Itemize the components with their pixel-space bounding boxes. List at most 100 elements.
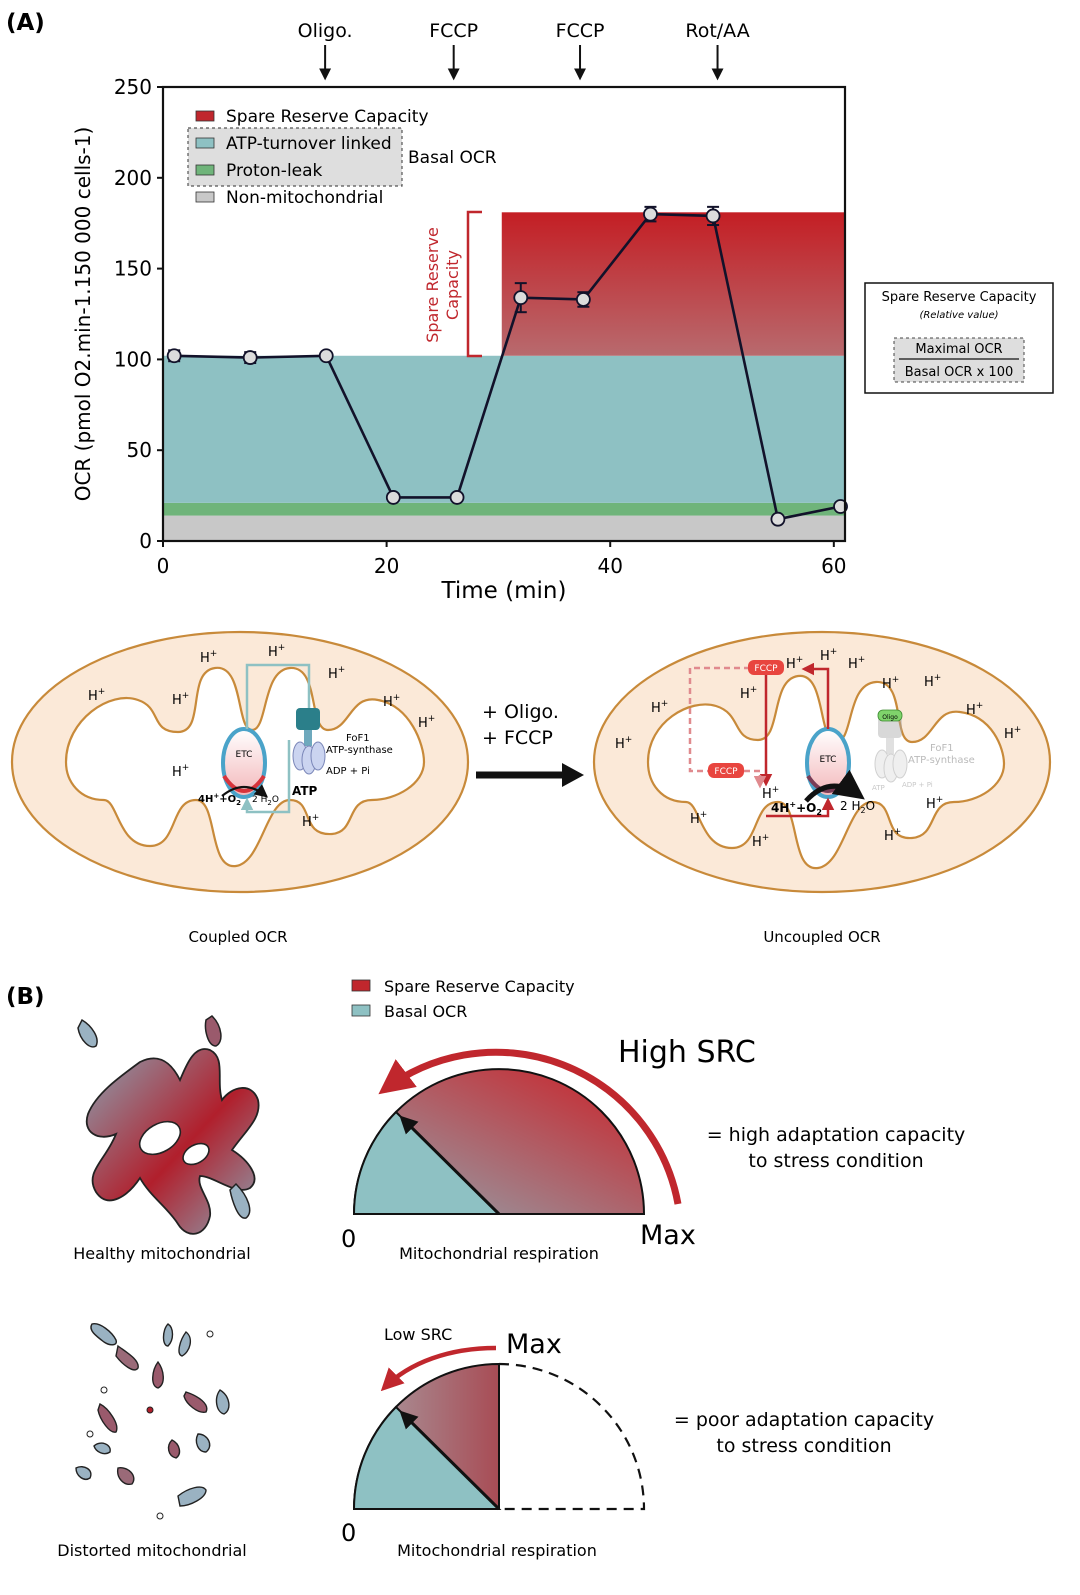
uncoupled-reaction-in: 4H++O2	[771, 800, 822, 817]
healthy-mitochondrial-network	[77, 1015, 260, 1235]
y-tick-label-250: 250	[114, 75, 152, 99]
coupled-proton-1: H+	[268, 643, 285, 660]
high-desc-line2: to stress condition	[748, 1150, 923, 1172]
b-legend-label-basal: Basal OCR	[384, 1002, 467, 1021]
uncoupled-proton-10: H+	[926, 795, 943, 812]
uncoupled-proton-5: H+	[651, 699, 668, 716]
uncoupled-atp-synthase: ATP-synthase	[908, 755, 975, 766]
b-legend-swatch-basal	[351, 1004, 371, 1017]
legend-swatch-proton-leak	[195, 164, 215, 176]
chart-bands	[163, 212, 845, 541]
low-basal-fill	[352, 1405, 502, 1510]
x-axis-label: Time (min)	[441, 578, 567, 604]
panel-a-label: (A)	[6, 10, 45, 36]
y-tick-label-200: 200	[114, 166, 152, 190]
coupled-water: 2 H2O	[252, 795, 279, 807]
band-atp-turnover	[163, 355, 845, 503]
panel-b-legend: Spare Reserve Capacity Basal OCR	[351, 977, 575, 1021]
high-zero: 0	[341, 1225, 356, 1253]
y-axis-label: OCR (pmol O2.min-1.150 000 cells-1)	[71, 127, 95, 502]
fccp-badge-bottom	[708, 763, 744, 778]
data-point-3	[385, 490, 401, 505]
uncoupled-proton-2: H+	[848, 655, 865, 672]
uncoupled-fof1: FoF1	[930, 743, 954, 754]
data-point-6	[575, 292, 591, 307]
uncoupled-proton-4: H+	[924, 673, 941, 690]
data-point-0	[166, 348, 182, 364]
x-tick-label-0: 0	[157, 554, 170, 578]
src-box-numerator: Maximal OCR	[915, 342, 1002, 357]
coupled-mitochondrion: ETC FoF1 ATP-synthase ADP + Pi ATP 4H++O…	[10, 630, 470, 894]
uncoupled-proton-6: H+	[740, 685, 757, 702]
high-src-title: High SRC	[618, 1035, 756, 1070]
high-desc-line1: = high adaptation capacity	[707, 1124, 966, 1146]
legend-swatch-spare-reserve	[195, 110, 215, 122]
b-legend-swatch-src	[351, 979, 371, 992]
coupled-proton-2: H+	[328, 665, 345, 682]
injection-label-1: FCCP	[429, 20, 478, 42]
data-point-4	[449, 490, 465, 505]
ocr-series	[166, 205, 848, 527]
coupled-proton-6: H+	[418, 714, 435, 731]
x-tick-label-40: 40	[597, 554, 622, 578]
high-axis-label: Mitochondrial respiration	[399, 1244, 599, 1263]
data-point-9	[770, 511, 786, 527]
uncoupled-protons: H+H+H+H+H+H+H+H+H+H+H+H+H+H+H+	[615, 647, 1021, 850]
data-point-2	[318, 348, 334, 364]
injection-label-2: FCCP	[556, 20, 605, 42]
low-zero: 0	[341, 1519, 356, 1547]
y-tick-label-50: 50	[127, 438, 152, 462]
src-formula-box: Spare Reserve Capacity (Relative value) …	[864, 282, 1054, 394]
data-point-7	[643, 206, 658, 222]
low-src-title: Low SRC	[384, 1325, 452, 1344]
src-box-title: Spare Reserve Capacity	[882, 290, 1037, 305]
uncoupled-proton-11: H+	[690, 810, 707, 827]
data-point-10	[833, 499, 848, 514]
fccp-badge-top-label: FCCP	[754, 664, 778, 674]
legend-swatch-atp-turnover	[195, 137, 215, 149]
low-axis-label: Mitochondrial respiration	[397, 1541, 597, 1560]
fccp-badge-bottom-label: FCCP	[714, 767, 738, 777]
uncoupled-proton-3: H+	[882, 675, 899, 692]
data-point-5	[513, 290, 529, 306]
high-src-arrow	[378, 1048, 682, 1205]
uncoupled-proton-8: H+	[1004, 725, 1021, 742]
transition-arrow: + Oligo. + FCCP	[476, 701, 584, 787]
legend-label-spare-reserve: Spare Reserve Capacity	[226, 107, 429, 127]
panel-b-label: (B)	[6, 984, 45, 1010]
band-non-mitochondrial	[163, 515, 845, 541]
high-basal-fill	[352, 1110, 502, 1215]
uncoupled-proton-13: H+	[752, 833, 769, 850]
injection-label-3: Rot/AA	[685, 20, 749, 42]
uncoupled-proton-0: H+	[786, 655, 803, 672]
legend-basal-ocr-label: Basal OCR	[408, 148, 497, 168]
low-src-arrow	[380, 1345, 497, 1392]
src-bracket	[466, 210, 482, 358]
coupled-protons: H+H+H+H+H+H+H+H+H+	[88, 643, 435, 830]
coupled-reaction-in: 4H++O2	[198, 792, 241, 807]
high-src-gauge: High SRC 0 Max Mitochondrial respiration…	[341, 1035, 965, 1263]
coupled-adp-pi: ADP + Pi	[326, 766, 370, 777]
transition-label-oligo: + Oligo.	[482, 701, 559, 723]
b-legend-label-src: Spare Reserve Capacity	[384, 977, 575, 996]
atp-synthase-icon	[292, 708, 326, 775]
low-src-gauge: Low SRC 0 Max Mitochondrial respiration …	[341, 1325, 934, 1560]
coupled-proton-4: H+	[172, 691, 189, 708]
uncoupled-proton-9: H+	[615, 735, 632, 752]
basal-ocr-legend-group-box	[187, 127, 403, 187]
uncoupled-atp: ATP	[872, 784, 885, 792]
uncoupled-caption: Uncoupled OCR	[763, 928, 880, 946]
high-max: Max	[640, 1220, 696, 1251]
y-tick-label-150: 150	[114, 257, 152, 281]
fccp-badge-top	[748, 660, 784, 675]
low-desc-line1: = poor adaptation capacity	[674, 1409, 934, 1431]
coupled-fof1: FoF1	[346, 733, 370, 744]
uncoupled-proton-12: H+	[762, 785, 779, 802]
src-box-subtitle: (Relative value)	[919, 310, 998, 321]
data-point-8	[705, 208, 721, 224]
low-max: Max	[506, 1329, 562, 1360]
legend-label-proton-leak: Proton-leak	[226, 161, 323, 181]
